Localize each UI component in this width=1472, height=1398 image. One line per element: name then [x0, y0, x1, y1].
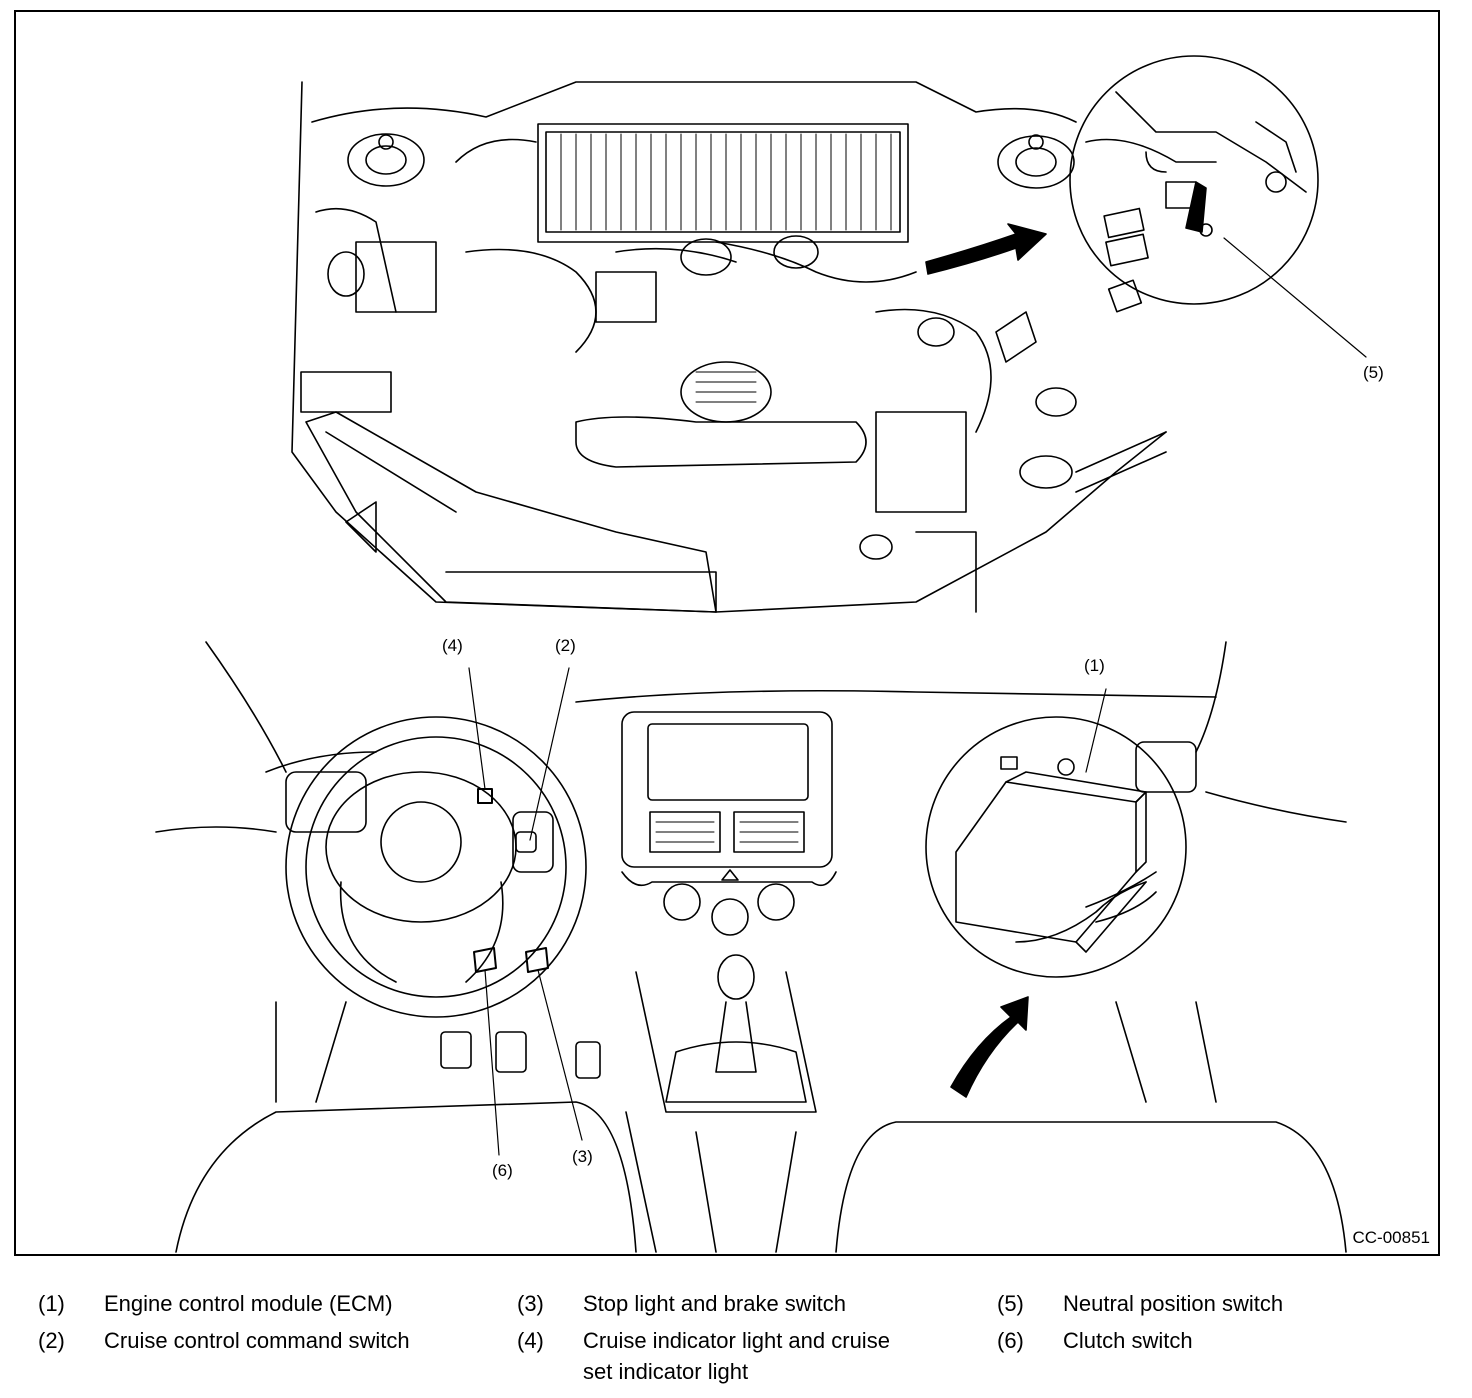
figure-code: CC-00851	[1352, 1228, 1431, 1247]
legend-number: (2)	[38, 1328, 65, 1353]
legend-text: Cruise indicator light and cruise	[583, 1328, 890, 1353]
callout-2: (2)	[555, 636, 576, 655]
legend-number: (5)	[997, 1291, 1024, 1316]
callout-3: (3)	[572, 1147, 593, 1166]
callout-1: (1)	[1084, 656, 1105, 675]
legend-number: (3)	[517, 1291, 544, 1316]
callout-6: (6)	[492, 1161, 513, 1180]
legend-text: Neutral position switch	[1063, 1291, 1284, 1316]
legend-text: Engine control module (ECM)	[104, 1291, 393, 1316]
callout-4: (4)	[442, 636, 463, 655]
legend-number: (4)	[517, 1328, 544, 1353]
callout-5: (5)	[1363, 363, 1384, 382]
diagram-frame: (5) (4) (2) (1) (6) (3) CC-00851	[14, 10, 1440, 1256]
line-drawing	[155, 55, 1367, 1253]
legend-text: Cruise control command switch	[104, 1328, 410, 1353]
legend-text-continued: set indicator light	[583, 1359, 749, 1384]
legend-number: (1)	[38, 1291, 65, 1316]
legend-text: Stop light and brake switch	[583, 1291, 846, 1316]
legend: (1) Engine control module (ECM) (2) Crui…	[0, 1288, 1472, 1398]
engine-bay-illustration	[291, 55, 1367, 613]
interior-illustration	[155, 641, 1347, 1253]
legend-text: Clutch switch	[1063, 1328, 1193, 1353]
legend-number: (6)	[997, 1328, 1024, 1353]
